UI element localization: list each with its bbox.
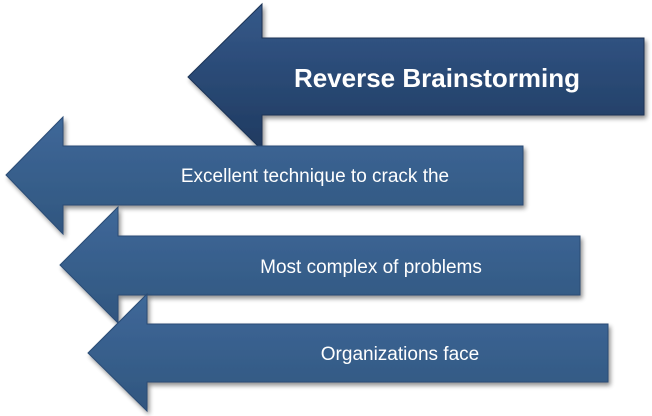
- item-arrow-1: [5, 115, 524, 236]
- item-text-2: Most complex of problems: [260, 257, 482, 278]
- title-text: Reverse Brainstorming: [294, 63, 580, 93]
- item-arrow-2: [59, 205, 581, 325]
- item-arrow-3: [87, 292, 609, 413]
- item-text-3: Organizations face: [321, 344, 479, 365]
- item-text-1: Excellent technique to crack the: [181, 166, 449, 187]
- title-arrow: [187, 2, 645, 152]
